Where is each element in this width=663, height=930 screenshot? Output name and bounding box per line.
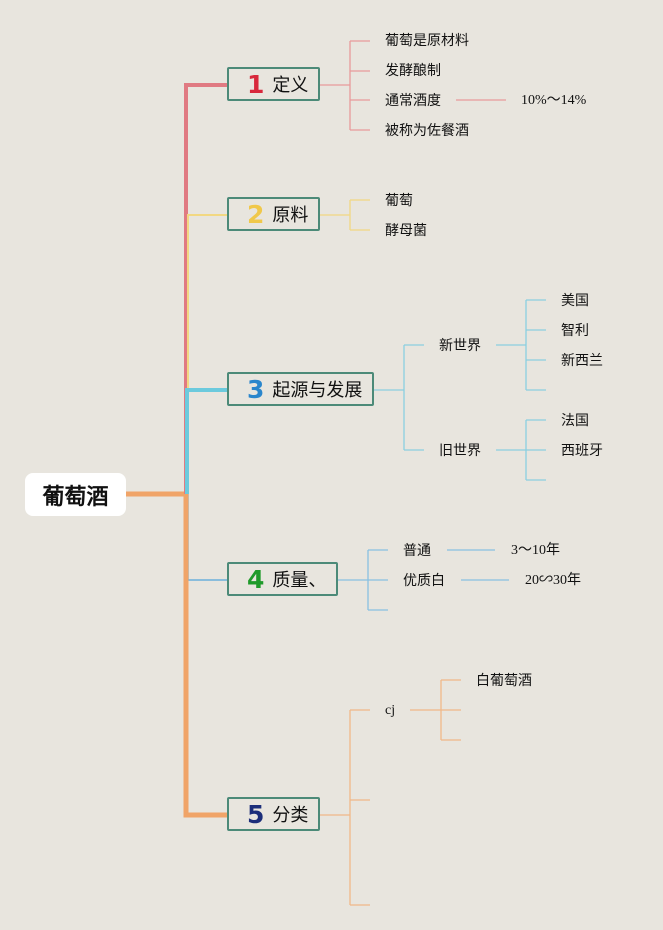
leaf-item[interactable]: 葡萄是原材料 <box>385 33 469 49</box>
number-5-icon: 5 <box>247 799 265 829</box>
topic-label: 起源与发展 <box>272 380 363 401</box>
leaf-item[interactable]: 酵母菌 <box>385 223 427 239</box>
leaf-item[interactable]: 法国 <box>561 413 589 429</box>
topic-definition[interactable]: 1 定义 <box>227 67 320 101</box>
number-1-icon: 1 <box>247 69 265 99</box>
branch-1-children <box>320 40 506 131</box>
subtopic-new-world[interactable]: 新世界 <box>439 338 481 354</box>
branch-4-children <box>338 549 509 611</box>
branch-3 <box>185 388 228 494</box>
leaf-item[interactable]: 被称为佐餐酒 <box>385 123 469 139</box>
topic-quality[interactable]: 4 质量、 <box>227 562 338 596</box>
branch-5 <box>183 494 228 818</box>
leaf-value[interactable]: 10%～14% <box>521 93 587 108</box>
leaf-value[interactable]: 3～10年 <box>511 543 560 558</box>
branch-2 <box>187 214 228 494</box>
topic-label: 定义 <box>272 75 309 96</box>
branch-2-children <box>320 199 370 231</box>
leaf-item[interactable]: 白葡萄酒 <box>476 673 532 689</box>
topic-label: 分类 <box>272 805 309 826</box>
topic-classification[interactable]: 5 分类 <box>227 797 320 831</box>
root-node[interactable]: 葡萄酒 <box>25 473 126 516</box>
leaf-item[interactable]: 葡萄 <box>385 193 413 209</box>
leaf-item[interactable]: 新西兰 <box>561 353 603 369</box>
number-3-icon: 3 <box>247 374 265 404</box>
leaf-item[interactable]: 智利 <box>561 323 589 339</box>
leaf-item[interactable]: 优质白 <box>403 573 445 589</box>
branch-4 <box>187 494 228 581</box>
branch-3-children <box>374 299 546 481</box>
topic-ingredients[interactable]: 2 原料 <box>227 197 320 231</box>
leaf-item[interactable]: 西班牙 <box>561 443 603 459</box>
branch-1 <box>184 83 228 494</box>
leaf-item[interactable]: 美国 <box>561 293 589 309</box>
topic-label: 原料 <box>272 205 309 226</box>
topic-origin[interactable]: 3 起源与发展 <box>227 372 374 406</box>
leaf-item[interactable]: 发酵酿制 <box>385 63 441 79</box>
subtopic-old-world[interactable]: 旧世界 <box>439 443 481 459</box>
branch-5-children <box>320 679 461 906</box>
leaf-item[interactable]: 通常酒度 <box>385 93 441 109</box>
number-4-icon: 4 <box>247 564 265 594</box>
leaf-item[interactable]: 普通 <box>403 543 431 559</box>
topic-label: 质量、 <box>272 570 327 591</box>
subtopic-cj[interactable]: cj <box>385 703 396 718</box>
number-2-icon: 2 <box>247 199 265 229</box>
leaf-value[interactable]: 20∽30年 <box>525 573 581 588</box>
